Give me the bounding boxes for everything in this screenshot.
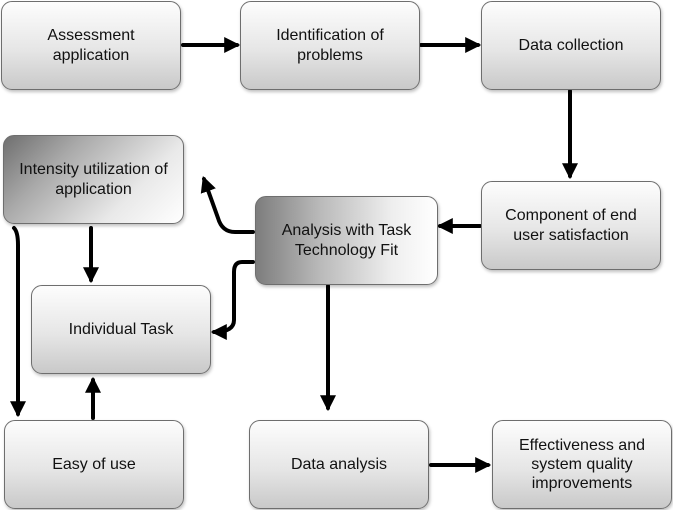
node-analysis-with-task-technology-fit: Analysis with Task Technology Fit bbox=[255, 196, 438, 285]
node-label: Identification of problems bbox=[276, 26, 384, 64]
node-assessment-application: Assessment application bbox=[1, 1, 181, 90]
node-label: Component of end user satisfaction bbox=[505, 206, 637, 244]
node-individual-task: Individual Task bbox=[31, 285, 211, 374]
node-label: Easy of use bbox=[52, 455, 136, 473]
node-component-of-end-user-satisfaction: Component of end user satisfaction bbox=[481, 181, 661, 270]
node-effectiveness-and-system-quality: Effectiveness and system quality improve… bbox=[492, 420, 672, 509]
arrow-intensity-to-easy-of-use bbox=[10, 226, 26, 418]
node-identification-of-problems: Identification of problems bbox=[240, 1, 420, 90]
node-label: Individual Task bbox=[68, 320, 174, 338]
node-label: Assessment application bbox=[47, 26, 135, 64]
node-label: Analysis with Task Technology Fit bbox=[281, 221, 412, 259]
arrow-analysis-to-intensity bbox=[200, 175, 255, 234]
node-label: Effectiveness and system quality improve… bbox=[518, 437, 645, 492]
node-label: Data collection bbox=[518, 36, 624, 54]
node-label: Intensity utilization of application bbox=[19, 161, 168, 198]
arrow-analysis-to-individual-task bbox=[210, 260, 255, 340]
node-data-analysis: Data analysis bbox=[249, 420, 429, 509]
node-easy-of-use: Easy of use bbox=[4, 420, 184, 509]
node-label: Data analysis bbox=[290, 455, 388, 473]
node-data-collection: Data collection bbox=[481, 1, 661, 90]
node-intensity-utilization-of-application: Intensity utilization of application bbox=[3, 135, 184, 224]
